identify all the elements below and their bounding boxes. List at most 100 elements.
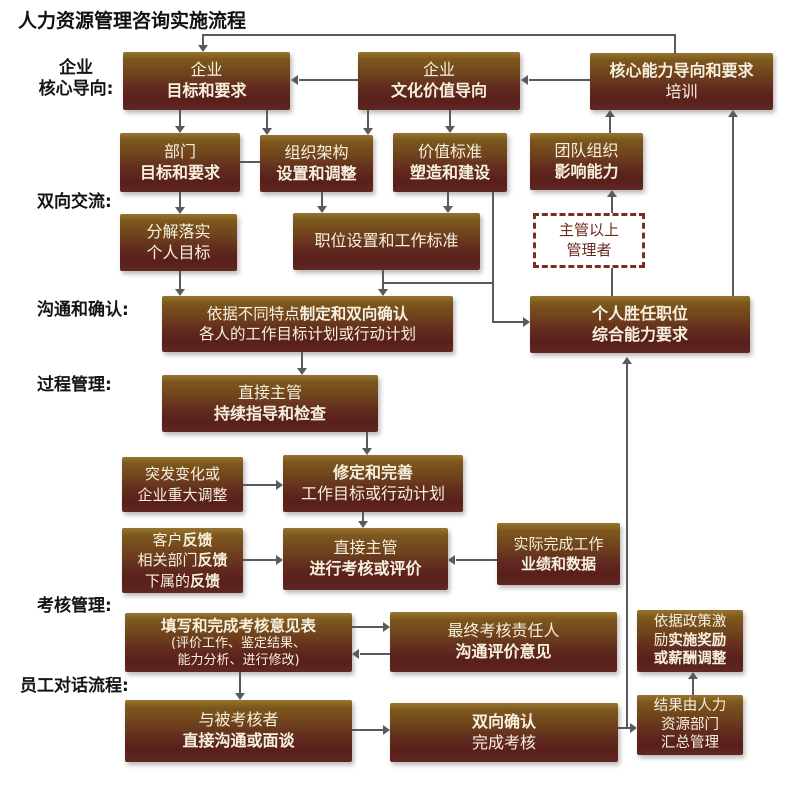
- connector-sudden-to-revise: [243, 484, 276, 486]
- node-text: 持续指导和检查: [213, 403, 326, 423]
- connector-competency-to-supervisors: [611, 268, 613, 296]
- arrowhead-into-revise-plan-left: [276, 480, 283, 490]
- node-plan-confirm: 依据不同特点制定和双向确认 各人的工作目标计划或行动计划: [162, 296, 453, 352]
- node-hr-summary: 结果由人力 资源部门 汇总管理: [637, 695, 743, 755]
- node-text: 直接主管: [237, 382, 302, 402]
- node-revise-plan: 修定和完善 工作目标或行动计划: [283, 455, 463, 512]
- node-text: 依据政策激: [653, 613, 727, 630]
- node-text: 企业: [422, 60, 455, 80]
- node-text: 突发变化或: [144, 465, 220, 484]
- node-text: 分解落实: [146, 221, 211, 241]
- arrowhead-into-enterprise-goals: [198, 45, 208, 52]
- connector-interview-to-confirm: [352, 729, 383, 731]
- arrowhead-into-value-standards: [445, 126, 455, 133]
- connector-core-to-culture: [529, 79, 590, 81]
- arrowhead-into-evaluate-top: [358, 521, 368, 528]
- arrowhead-into-competency-bottom: [622, 357, 632, 364]
- arrowhead-into-culture-values: [521, 75, 528, 85]
- node-text: 目标和要求: [139, 162, 220, 182]
- arrowhead-into-revise-plan: [362, 448, 372, 455]
- node-text: 修定和完善: [332, 462, 413, 482]
- arrowhead-into-enterprise-goals-right: [291, 75, 298, 85]
- connector-plan-to-guidance: [301, 352, 303, 369]
- node-text: 管理者: [566, 240, 612, 259]
- connector-confirm-riser-to-competency: [626, 364, 628, 728]
- label-employee-dialog-process: 员工对话流程:: [20, 676, 129, 696]
- node-text: 资源部门: [661, 716, 719, 733]
- label-communicate-confirm: 沟通和确认:: [37, 300, 129, 320]
- node-feedback-sources: 客户反馈 相关部门反馈 下属的反馈: [122, 528, 243, 593]
- connector-form-to-interview: [239, 672, 241, 694]
- node-rewards: 依据政策激 励实施奖励 或薪酬调整: [637, 610, 743, 672]
- connector-guidance-to-revise: [366, 432, 368, 449]
- arrowhead-into-decompose-goals: [175, 207, 185, 214]
- connector-culture-to-org: [367, 110, 369, 129]
- node-text: 组织架构: [284, 142, 349, 162]
- node-text: 沟通评价意见: [455, 642, 552, 661]
- node-text: 影响能力: [554, 161, 619, 181]
- node-text: 填写和完成考核意见表: [160, 616, 316, 635]
- node-text: 或薪酬调整: [653, 651, 727, 668]
- node-text: 客户反馈: [152, 531, 213, 550]
- arrowhead-into-plan-confirm-left: [175, 289, 185, 296]
- node-text: 个人目标: [146, 242, 211, 262]
- connector-feedback-left-drop: [202, 34, 204, 46]
- node-text: 目标和要求: [166, 81, 247, 100]
- node-actual-results: 实际完成工作 业绩和数据: [497, 523, 620, 585]
- connector-dept-to-decompose: [179, 192, 181, 208]
- node-mutual-confirm: 双向确认 完成考核: [390, 703, 618, 762]
- arrowhead-into-competency-left: [523, 317, 530, 327]
- node-text: 塑造和建设: [409, 162, 490, 182]
- node-text: 企业重大调整: [137, 485, 228, 504]
- node-guidance: 直接主管 持续指导和检查: [162, 375, 378, 432]
- connector-into-competency-left: [493, 321, 523, 323]
- node-position-standards: 职位设置和工作标准: [293, 213, 480, 270]
- connector-culture-to-goals: [299, 79, 358, 81]
- label-line: 核心导向:: [38, 79, 114, 99]
- node-text: 文化价值导向: [390, 81, 487, 100]
- node-value-standards: 价值标准 塑造和建设: [393, 133, 507, 192]
- node-text: 能力分析、进行修改): [177, 652, 300, 668]
- label-assessment-management: 考核管理:: [37, 596, 112, 616]
- node-text: 下属的反馈: [144, 571, 221, 590]
- node-text: 完成考核: [471, 732, 536, 752]
- arrowhead-into-plan-confirm-right: [378, 289, 388, 296]
- node-dept-goals: 部门 目标和要求: [120, 133, 240, 192]
- node-culture-values: 企业 文化价值导向: [358, 52, 520, 110]
- node-sudden-change: 突发变化或 企业重大调整: [122, 457, 243, 512]
- node-text: 培训: [665, 81, 698, 101]
- arrowhead-into-final-reviewer: [383, 622, 390, 632]
- node-text: 双向确认: [471, 711, 536, 731]
- node-text: (评价工作、鉴定结果、: [170, 635, 307, 651]
- node-text: 进行考核或评价: [309, 559, 422, 578]
- arrowhead-into-team-influence: [607, 190, 617, 197]
- connector-team-to-core: [609, 117, 611, 133]
- node-text: 部门: [163, 141, 196, 161]
- connector-results-to-evaluate: [456, 559, 497, 561]
- node-text: 综合能力要求: [591, 324, 688, 344]
- connector-position-branch-right: [383, 282, 494, 284]
- arrowhead-into-evaluate-left: [276, 555, 283, 565]
- node-text: 与被考核者: [198, 710, 279, 730]
- connector-position-down: [382, 270, 384, 290]
- arrowhead-into-position-standards-right: [443, 206, 453, 213]
- page-title: 人力资源管理咨询实施流程: [18, 10, 247, 32]
- node-competency: 个人胜任职位 综合能力要求: [530, 296, 750, 353]
- node-text: 团队组织: [554, 140, 619, 160]
- connector-form-to-reviewer: [352, 626, 383, 628]
- node-evaluate: 直接主管 进行考核或评价: [283, 528, 448, 590]
- arrowhead-into-rewards: [688, 672, 698, 679]
- node-text: 最终考核责任人: [447, 621, 560, 641]
- connector-feedback-to-evaluate: [243, 559, 276, 561]
- node-text: 主管以上: [558, 221, 619, 239]
- connector-values-down-bypass: [492, 192, 494, 323]
- node-team-influence: 团队组织 影响能力: [530, 133, 643, 190]
- label-process-management: 过程管理:: [37, 375, 112, 395]
- node-text: 汇总管理: [661, 735, 719, 752]
- node-text: 直接主管: [333, 538, 398, 558]
- node-decompose-goals: 分解落实 个人目标: [120, 214, 237, 271]
- node-text: 企业: [190, 60, 223, 80]
- arrowhead-into-org-structure-left: [262, 128, 272, 135]
- connector-feedback-top: [203, 34, 676, 36]
